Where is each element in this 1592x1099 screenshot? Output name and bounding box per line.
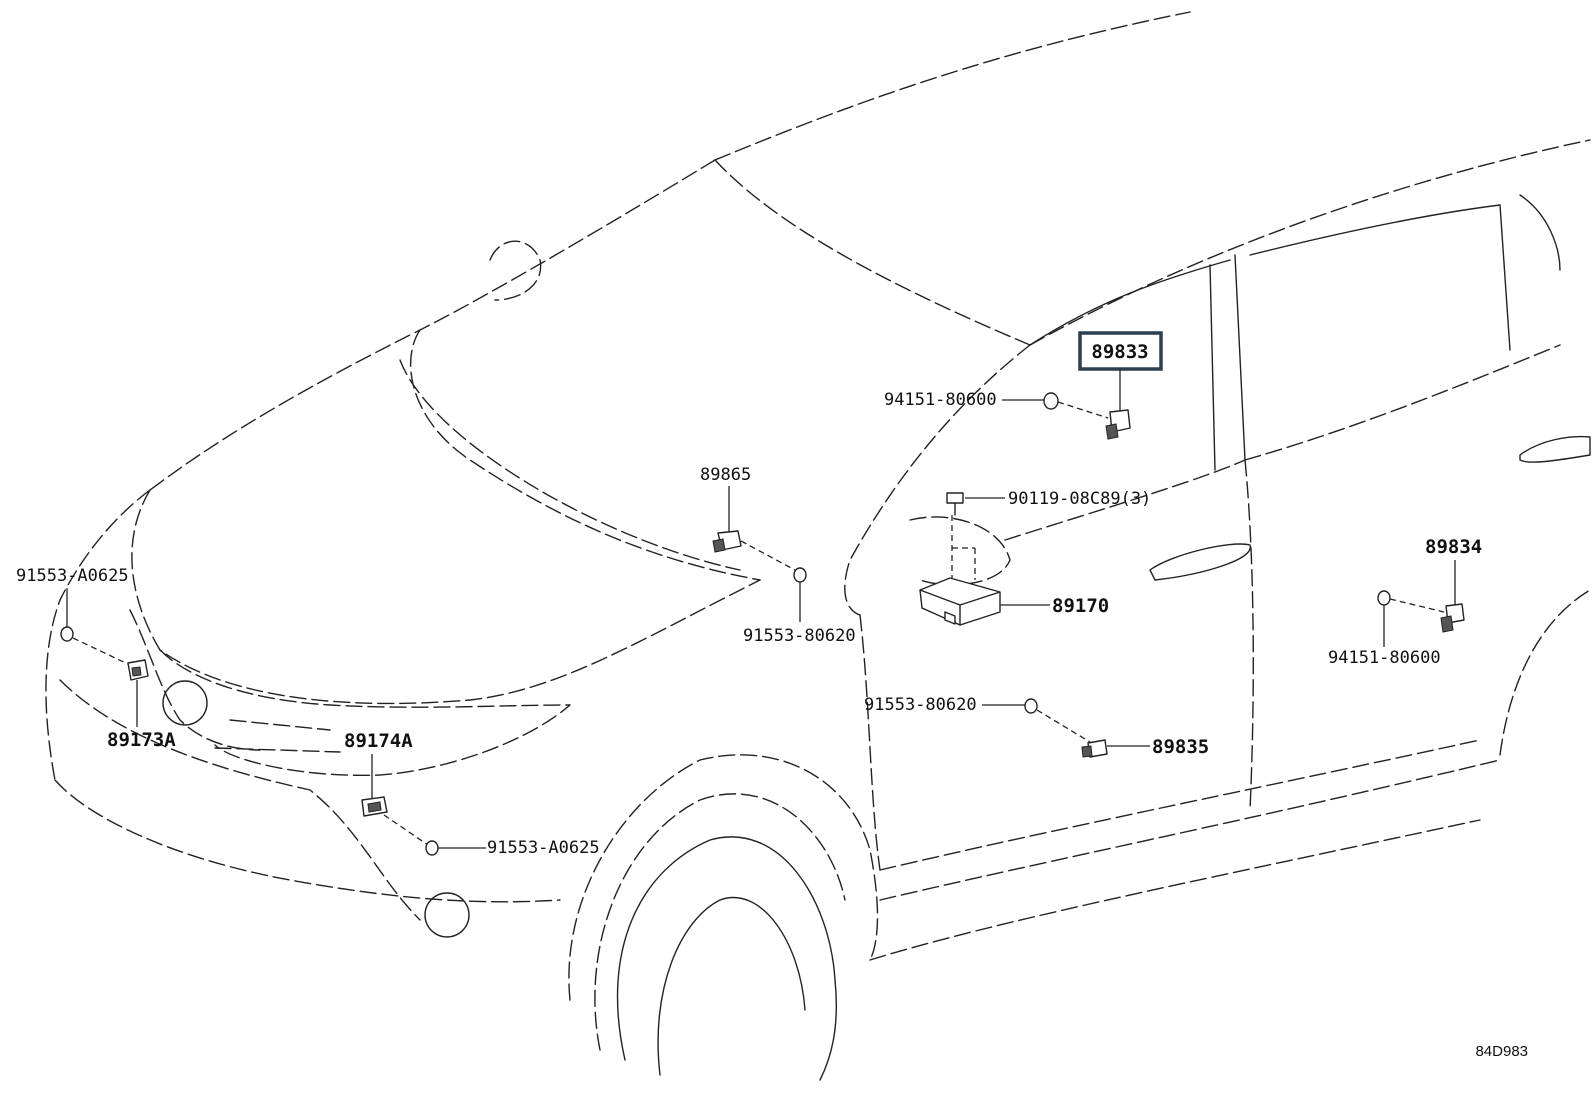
svg-text:91553-A0625: 91553-A0625 [487, 838, 600, 858]
svg-text:91553-A0625: 91553-A0625 [16, 566, 129, 586]
svg-text:89173A: 89173A [107, 729, 176, 751]
part-89865[interactable]: 89865 [700, 465, 796, 571]
svg-text:90119-08C89(3): 90119-08C89(3) [1008, 489, 1151, 509]
vehicle-outline [45, 11, 1591, 1081]
part-94151-80600-rear[interactable]: 94151-80600 [1328, 590, 1441, 668]
svg-text:94151-80600: 94151-80600 [1328, 648, 1441, 668]
part-89173a[interactable]: 89173A [107, 659, 176, 751]
svg-text:89833: 89833 [1091, 341, 1148, 363]
svg-text:89170: 89170 [1052, 595, 1109, 617]
svg-text:91553-80620: 91553-80620 [864, 695, 977, 715]
part-94151-80600-front[interactable]: 94151-80600 [884, 390, 1109, 419]
svg-text:89834: 89834 [1425, 536, 1482, 558]
part-90119-08c89[interactable]: 90119-08C89(3) [946, 489, 1151, 590]
svg-text:89865: 89865 [700, 465, 751, 485]
svg-text:91553-80620: 91553-80620 [743, 626, 856, 646]
part-91553-80620-front[interactable]: 91553-80620 [743, 567, 856, 646]
svg-text:89835: 89835 [1152, 736, 1209, 758]
part-89174a[interactable]: 89174A [344, 730, 429, 846]
svg-text:89174A: 89174A [344, 730, 413, 752]
part-89170[interactable]: 89170 [919, 577, 1109, 626]
part-89835[interactable]: 89835 [1081, 736, 1209, 758]
part-89834[interactable]: 89834 [1389, 536, 1482, 633]
figure-code: 84D983 [1475, 1043, 1528, 1060]
svg-text:94151-80600: 94151-80600 [884, 390, 997, 410]
part-91553-a0625-left[interactable]: 91553-A0625 [16, 566, 131, 666]
part-91553-a0625-bottom[interactable]: 91553-A0625 [425, 838, 600, 858]
part-89833[interactable]: 89833 [1078, 331, 1163, 440]
part-91553-80620-side[interactable]: 91553-80620 [864, 695, 1091, 743]
